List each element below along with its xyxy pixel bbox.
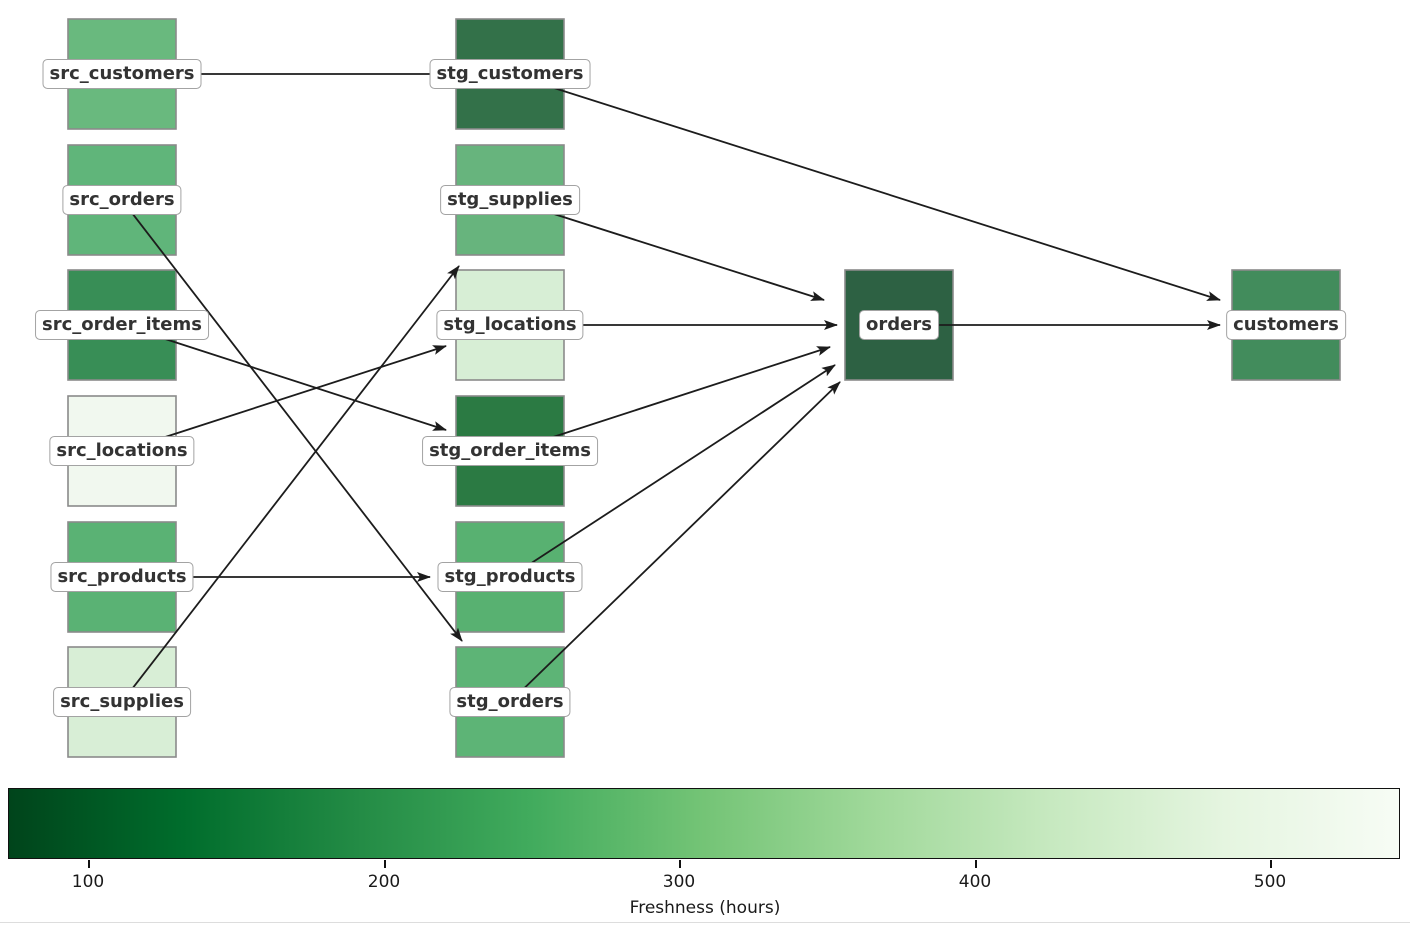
edge-src_supplies-to-stg_supplies	[121, 265, 460, 703]
colorbar-ticklabel-100: 100	[71, 872, 105, 892]
figure-bottom-divider	[0, 922, 1410, 923]
colorbar-tickmark-100	[88, 860, 90, 868]
colorbar-axis-label: Freshness (hours)	[629, 898, 781, 918]
colorbar-tickmark-400	[975, 860, 977, 868]
edge-stg_orders-to-orders	[509, 381, 841, 703]
node-label-stg_products: stg_products	[437, 561, 583, 593]
colorbar-tickmark-300	[679, 860, 681, 868]
edge-src_locations-to-stg_locations	[121, 345, 447, 452]
colorbar-ticklabel-500: 500	[1253, 872, 1287, 892]
colorbar-tickmark-200	[384, 860, 386, 868]
colorbar-ticklabel-200: 200	[367, 872, 401, 892]
node-label-src_locations: src_locations	[49, 435, 195, 467]
edge-stg_products-to-orders	[509, 364, 836, 578]
edge-src_orders-to-stg_orders	[121, 199, 463, 642]
node-label-src_customers: src_customers	[42, 58, 202, 90]
node-label-stg_order_items: stg_order_items	[422, 435, 598, 467]
edge-stg_supplies-to-orders	[509, 199, 825, 301]
node-label-src_order_items: src_order_items	[35, 309, 209, 341]
node-label-stg_locations: stg_locations	[436, 309, 584, 341]
edge-src_order_items-to-stg_order_items	[121, 324, 447, 431]
freshness-colorbar	[8, 788, 1400, 859]
node-label-orders: orders	[859, 309, 939, 341]
colorbar-ticklabel-400: 400	[958, 872, 992, 892]
node-label-src_supplies: src_supplies	[53, 686, 191, 718]
node-label-stg_customers: stg_customers	[429, 58, 591, 90]
node-label-stg_supplies: stg_supplies	[440, 184, 580, 216]
node-label-src_products: src_products	[50, 561, 194, 593]
node-label-src_orders: src_orders	[62, 184, 182, 216]
node-label-stg_orders: stg_orders	[449, 686, 571, 718]
node-label-customers: customers	[1226, 309, 1346, 341]
colorbar-tickmark-500	[1270, 860, 1272, 868]
colorbar-ticklabel-300: 300	[662, 872, 696, 892]
edge-stg_order_items-to-orders	[509, 346, 831, 452]
edge-stg_customers-to-customers	[509, 73, 1221, 301]
